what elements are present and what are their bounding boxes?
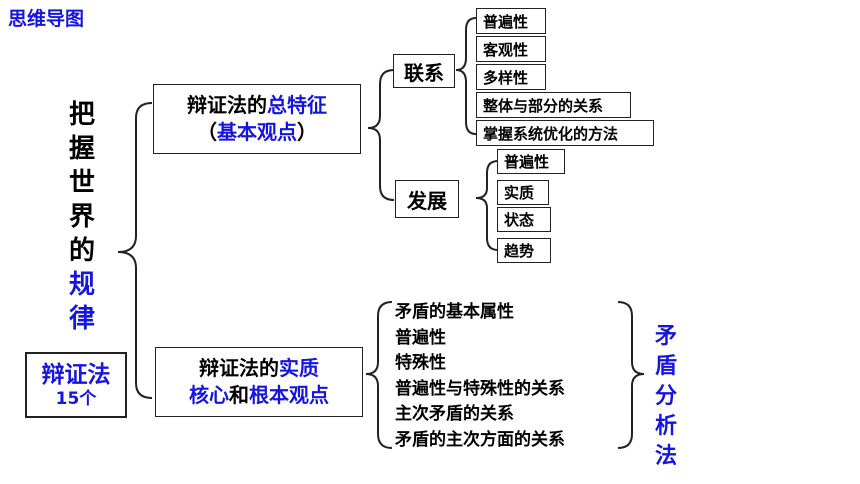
list-item: 普遍性与特殊性的关系: [395, 378, 565, 399]
development-node: 发展: [395, 180, 459, 218]
development-item: 趋势: [497, 238, 551, 263]
node-highlight: 总特征: [267, 93, 327, 117]
lower-list-left-brace: [365, 301, 393, 449]
connection-item: 整体与部分的关系: [476, 92, 631, 118]
contradiction-list: 矛盾的基本属性 普遍性 特殊性 普遍性与特殊性的关系 主次矛盾的关系 矛盾的主次…: [395, 300, 565, 453]
badge-title: 辩证法: [41, 362, 111, 388]
root-char: 握: [68, 134, 95, 164]
upper-brace: [367, 69, 395, 201]
connection-item: 多样性: [476, 64, 546, 90]
label-char: 析: [654, 414, 677, 439]
list-item: 矛盾的主次方面的关系: [395, 429, 565, 450]
node-highlight: 实质: [279, 356, 319, 380]
page-title: 思维导图: [8, 8, 85, 30]
connection-item: 普遍性: [476, 8, 546, 34]
node-highlight: 核心: [189, 383, 229, 407]
connection-item: 客观性: [476, 36, 546, 62]
node-highlight: 根本观点: [249, 383, 329, 407]
essence-core-line2: 核心和根本观点: [189, 382, 329, 409]
root-char-blue: 规: [68, 270, 95, 300]
development-item: 实质: [497, 180, 549, 205]
root-brace: [117, 102, 153, 399]
fazhan-brace: [475, 160, 499, 251]
contradiction-analysis-label: 矛 盾 分 析 法: [652, 322, 680, 472]
general-features-line1: 辩证法的总特征: [187, 92, 327, 119]
label-char: 分: [654, 384, 677, 409]
root-char: 的: [68, 236, 95, 266]
list-item: 普遍性: [395, 327, 446, 348]
essence-core-node: 辩证法的实质 核心和根本观点: [155, 347, 363, 417]
list-item: 主次矛盾的关系: [395, 404, 514, 424]
dialectics-badge: 辩证法 15个: [25, 352, 127, 418]
connection-node: 联系: [393, 54, 455, 88]
node-text: （: [197, 120, 217, 144]
essence-core-line1: 辩证法的实质: [199, 355, 319, 382]
badge-count: 15个: [55, 389, 97, 409]
label-char: 法: [654, 444, 677, 469]
general-features-line2: （基本观点）: [197, 119, 317, 146]
root-vertical-text: 把 握 世 界 的 规 律: [62, 98, 102, 336]
node-text: 辩证法的: [199, 356, 279, 380]
lower-list-right-brace: [617, 301, 645, 449]
node-text: 辩证法的: [187, 93, 267, 117]
node-text: 和: [229, 383, 249, 407]
root-char: 世: [68, 168, 95, 198]
label-char: 盾: [654, 354, 677, 379]
node-highlight: 基本观点: [217, 120, 297, 144]
list-item: 矛盾的基本属性: [395, 302, 514, 322]
node-text: ）: [297, 120, 317, 144]
root-char: 把: [68, 100, 95, 130]
lianxi-brace: [455, 17, 477, 135]
connection-item: 掌握系统优化的方法: [476, 120, 654, 146]
root-char: 界: [68, 202, 95, 232]
general-features-node: 辩证法的总特征 （基本观点）: [153, 84, 361, 154]
list-item: 特殊性: [395, 353, 446, 373]
development-item: 普遍性: [497, 149, 565, 174]
label-char: 矛: [654, 324, 677, 349]
development-item: 状态: [497, 207, 551, 232]
root-char-blue: 律: [68, 304, 95, 334]
